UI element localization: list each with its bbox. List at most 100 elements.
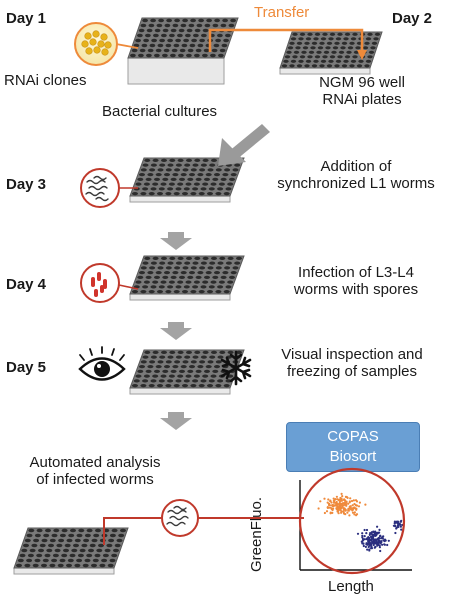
scatter-point: [366, 548, 369, 551]
scatter-point: [357, 505, 361, 508]
scatter-point: [333, 500, 336, 503]
scatter-point: [368, 533, 371, 537]
scatter-point: [400, 528, 403, 531]
well-plates: [13, 17, 383, 575]
ngm-plates-line1: NGM 96 well: [319, 74, 405, 91]
transfer-line: [208, 28, 364, 52]
scatter-point: [343, 499, 347, 502]
step-arrow-3: [160, 412, 192, 430]
scatter-point: [341, 495, 344, 498]
scatter-point: [400, 519, 403, 522]
scatter-point: [342, 511, 345, 514]
scatter-point: [372, 542, 375, 545]
scatter-point: [337, 512, 340, 515]
scatter-point: [386, 543, 389, 547]
scatter-point: [317, 507, 320, 510]
scatter-point: [374, 532, 377, 535]
scatter-point: [379, 549, 382, 553]
scatter-point: [376, 532, 379, 535]
scatter-point: [378, 537, 381, 540]
transfer-arrowhead: [357, 50, 367, 60]
scatter-point: [381, 543, 384, 546]
step4-line1: Infection of L3-L4: [298, 264, 414, 281]
step3-line1: Addition of: [320, 158, 392, 175]
day3-plate: [129, 157, 245, 203]
scatter-point: [338, 502, 341, 505]
scatter-point: [347, 509, 350, 512]
snowflake-icon: [220, 350, 252, 386]
rnai-clones-label: RNAi clones: [4, 72, 87, 89]
scatter-point: [350, 499, 354, 503]
day2-label: Day 2: [392, 10, 433, 27]
scatter-point: [340, 492, 343, 495]
bacterial-cultures-label: Bacterial cultures: [102, 103, 218, 120]
scatter-point: [336, 503, 339, 506]
scatter-point: [363, 538, 366, 541]
scatter-point: [378, 544, 381, 547]
ngm-plates-line2: RNAi plates: [322, 91, 402, 109]
scatter-point: [353, 513, 356, 516]
scatter-point: [368, 548, 371, 551]
scatter-point: [368, 540, 371, 543]
scatter-point: [373, 539, 376, 542]
scatter-point: [348, 501, 351, 504]
scatter-point: [397, 520, 400, 523]
scatter-point: [329, 511, 332, 514]
scatter-point: [335, 507, 338, 510]
scatter-point: [365, 543, 368, 546]
day4-plate: [129, 255, 245, 301]
scatter-point: [362, 544, 365, 548]
scatter-point: [355, 514, 358, 517]
scatter-point: [371, 537, 374, 541]
scatter-point: [387, 539, 390, 542]
scatter-point: [337, 507, 341, 510]
scatter-point: [347, 507, 350, 510]
step3-line2: synchronized L1 worms: [277, 175, 435, 193]
day1-label: Day 1: [6, 10, 47, 27]
scatter-point: [363, 528, 366, 532]
analysis-line1: Automated analysis: [29, 454, 161, 471]
scatter-point: [335, 504, 338, 507]
bacterial-culture-plate: [127, 17, 239, 85]
scatter-point: [369, 538, 373, 542]
scatter-point: [345, 501, 348, 504]
scatter-point: [336, 510, 339, 513]
scatter-point: [374, 530, 377, 533]
step3-label: Addition of synchronized L1 worms: [268, 158, 444, 193]
scatter-point: [367, 545, 370, 549]
scatter-point: [346, 496, 349, 499]
scatter-point: [332, 507, 335, 510]
step-arrow-1: [160, 232, 192, 250]
scatter-point: [368, 536, 371, 540]
scatter-point: [342, 508, 345, 511]
scatter-point: [362, 542, 365, 545]
step5-line2: freezing of samples: [286, 363, 418, 381]
scatter-point: [371, 534, 374, 538]
scatter-point: [399, 525, 402, 528]
scatter-point: [376, 525, 379, 528]
scatter-point: [323, 511, 326, 515]
scatter-point: [332, 504, 335, 507]
scatter-point: [348, 514, 351, 517]
analysis-label: Automated analysis of infected worms: [10, 454, 180, 489]
scatter-point: [393, 520, 396, 523]
copas-biosort-box: COPAS Biosort: [286, 422, 420, 472]
scatter-point: [373, 546, 376, 549]
scatter-point: [355, 507, 358, 510]
step5-line1: Visual inspection and: [281, 346, 423, 363]
ngm-plates-label: NGM 96 well RNAi plates: [292, 74, 432, 109]
scatter-point: [353, 511, 356, 514]
scatter-point: [393, 524, 396, 527]
scatter-point: [378, 528, 381, 532]
scatter-point: [335, 500, 338, 504]
analysis-connector: [103, 517, 304, 545]
analysis-line2: of infected worms: [36, 471, 154, 489]
bacteria-colonies-icon: [74, 22, 139, 66]
step4-line2: worms with spores: [293, 281, 419, 299]
scatter-point: [338, 500, 342, 503]
scatter-point: [326, 501, 329, 504]
scatter-point: [319, 500, 322, 503]
scatter-point: [365, 538, 368, 541]
scatter-point: [358, 501, 361, 504]
plot-xlabel: Length: [328, 578, 374, 595]
